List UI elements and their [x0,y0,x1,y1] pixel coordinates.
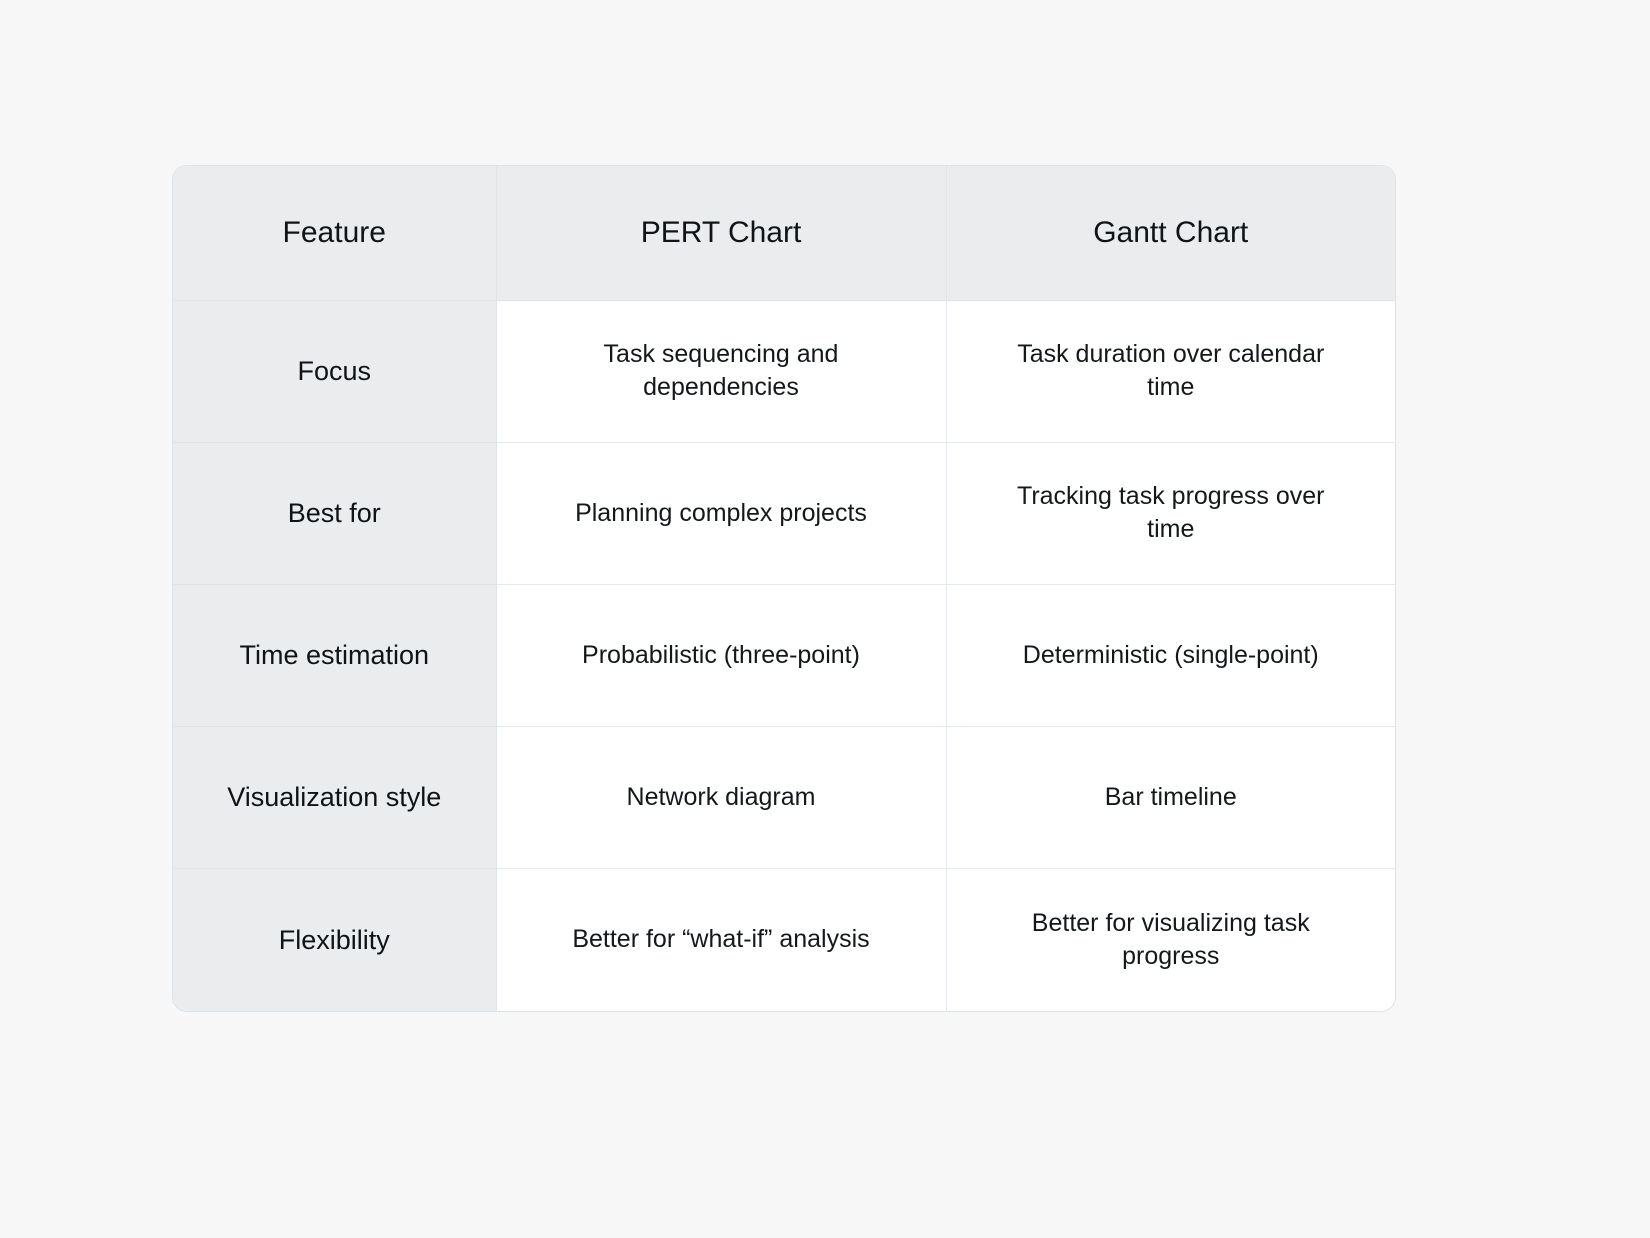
table-row: Best for Planning complex projects Track… [173,442,1395,585]
column-header-feature: Feature [173,166,497,301]
column-header-pert-chart: PERT Chart [496,166,947,301]
cell-flexibility-pert: Better for “what-if” analysis [496,868,947,1011]
table-header: Feature PERT Chart Gantt Chart [173,166,1395,301]
table-row: Focus Task sequencing and dependencies T… [173,300,1395,443]
table-body: Focus Task sequencing and dependencies T… [173,300,1395,1011]
row-label-focus: Focus [173,300,497,443]
cell-visualization-style-gantt: Bar timeline [946,726,1395,870]
comparison-table-container: Feature PERT Chart Gantt Chart Focus Tas… [172,165,1396,1012]
cell-focus-gantt: Task duration over calendar time [946,300,1395,443]
table-header-row: Feature PERT Chart Gantt Chart [173,166,1395,301]
cell-best-for-pert: Planning complex projects [496,442,947,585]
cell-flexibility-gantt: Better for visualizing task progress [946,868,1395,1011]
row-label-flexibility: Flexibility [173,868,497,1011]
cell-best-for-gantt: Tracking task progress over time [946,442,1395,585]
table-row: Visualization style Network diagram Bar … [173,726,1395,870]
table-row: Flexibility Better for “what-if” analysi… [173,868,1395,1011]
cell-time-estimation-pert: Probabilistic (three-point) [496,584,947,728]
comparison-table: Feature PERT Chart Gantt Chart Focus Tas… [173,166,1395,1011]
cell-visualization-style-pert: Network diagram [496,726,947,870]
column-header-gantt-chart: Gantt Chart [946,166,1395,301]
cell-focus-pert: Task sequencing and dependencies [496,300,947,443]
row-label-time-estimation: Time estimation [173,584,497,728]
table-row: Time estimation Probabilistic (three-poi… [173,584,1395,728]
row-label-best-for: Best for [173,442,497,585]
cell-time-estimation-gantt: Deterministic (single-point) [946,584,1395,728]
row-label-visualization-style: Visualization style [173,726,497,870]
